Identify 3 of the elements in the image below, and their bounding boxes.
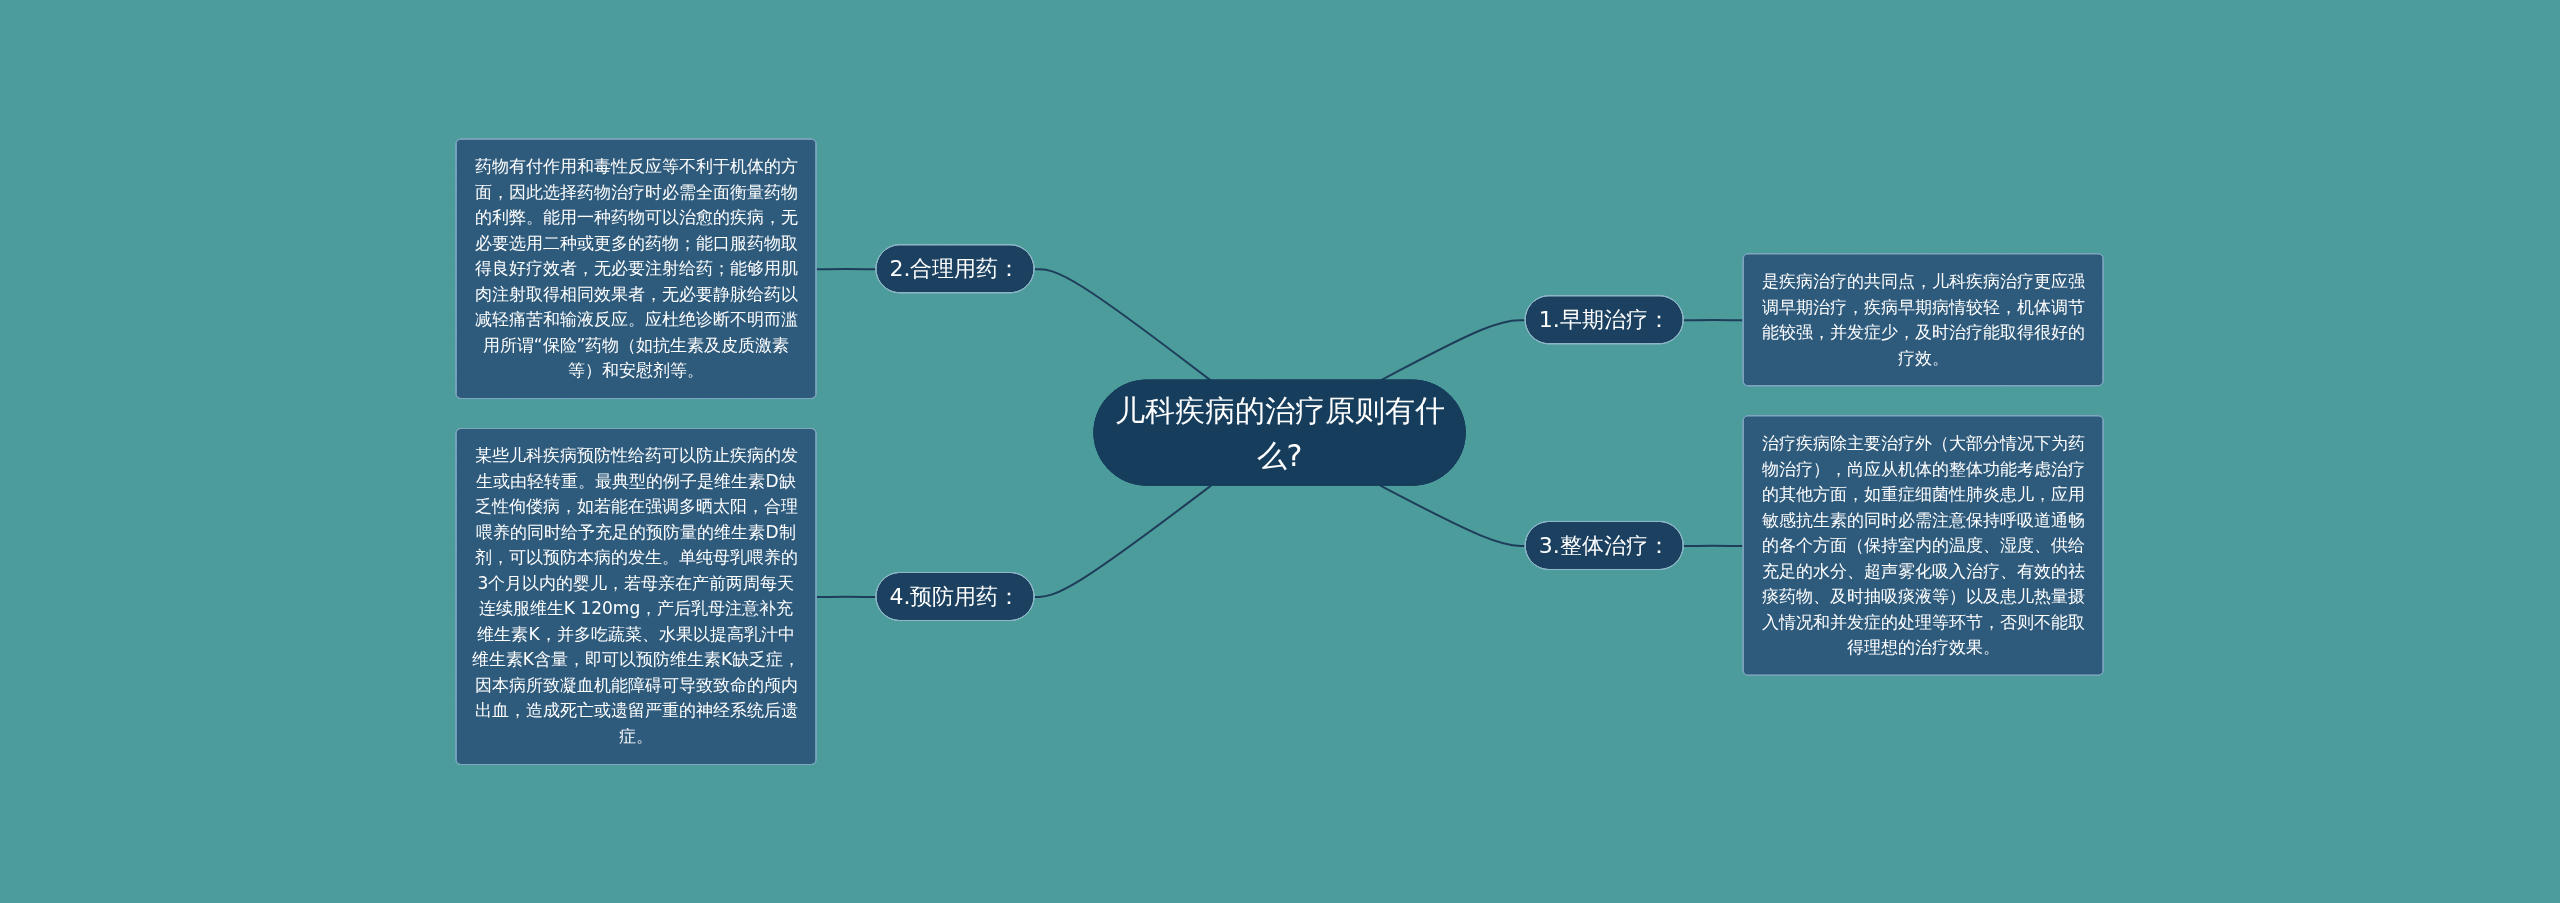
connector (815, 267, 878, 270)
connector (1033, 484, 1213, 598)
connector (815, 595, 878, 598)
